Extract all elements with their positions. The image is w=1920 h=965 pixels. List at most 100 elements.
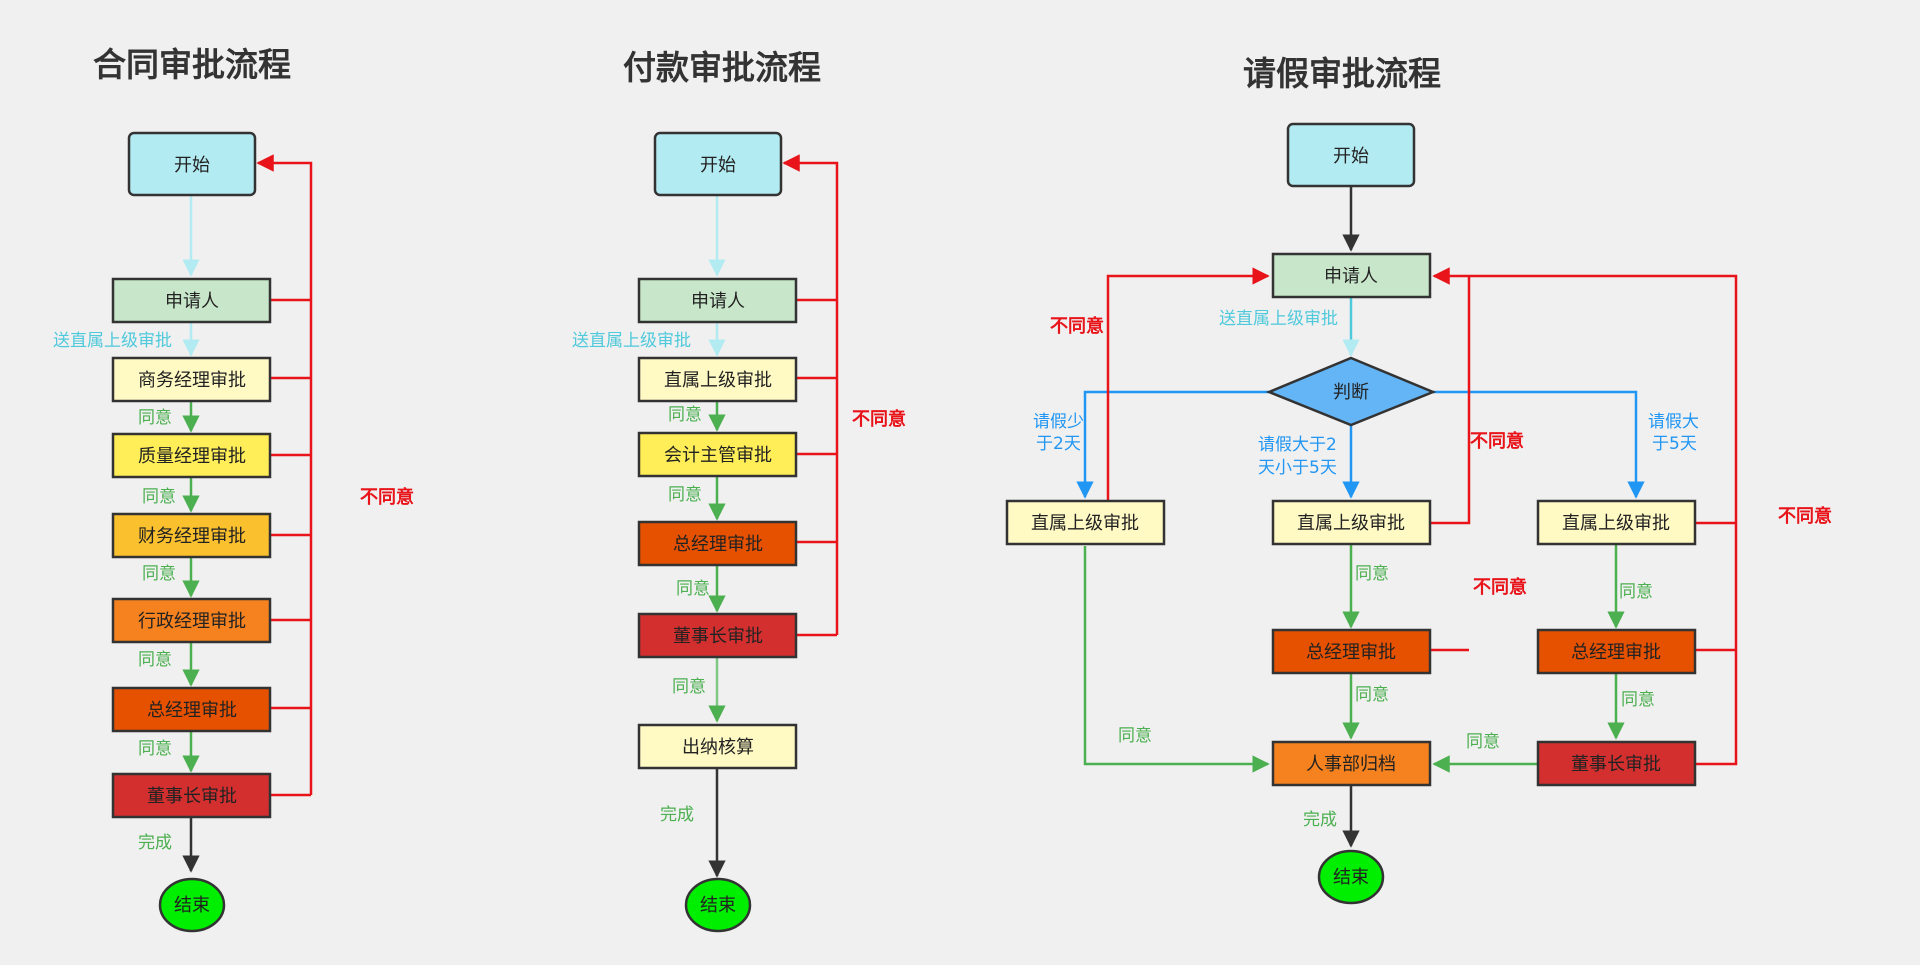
- contract-agree-label-2: 同意: [142, 487, 176, 507]
- contract-agree-label-1: 同意: [138, 408, 172, 428]
- leave-start-node: [1286, 122, 1416, 188]
- leave-reject-left: [1106, 267, 1270, 501]
- leave-agree-label-right-2: 同意: [1621, 690, 1655, 710]
- leave-end-label: 结束: [1333, 867, 1369, 888]
- leave-right-chairman-node: [1536, 740, 1697, 787]
- contract-step4-label: 行政经理审批: [138, 611, 246, 632]
- payment-step2-node: [637, 431, 798, 478]
- leave-decision-node: [1265, 356, 1437, 427]
- contract-step4-node: [111, 597, 272, 644]
- contract-step3-label: 财务经理审批: [138, 526, 246, 547]
- contract-step2-label: 质量经理审批: [138, 446, 246, 467]
- leave-start-label: 开始: [1333, 146, 1369, 167]
- contract-title: 合同审批流程: [93, 45, 291, 84]
- payment-start-node: [653, 131, 783, 197]
- leave-reject-label-right: 不同意: [1778, 505, 1832, 527]
- contract-agree-label-4: 同意: [138, 650, 172, 670]
- leave-branch-right-label-1: 请假大: [1648, 412, 1699, 432]
- contract-end-node: [158, 877, 226, 933]
- leave-mid-gm-node: [1271, 628, 1432, 675]
- leave-agree-label-right-1: 同意: [1619, 582, 1653, 602]
- contract-step5-label: 总经理审批: [147, 700, 237, 721]
- payment-step1-label: 直属上级审批: [664, 370, 772, 391]
- leave-agree-label-chairman: 同意: [1466, 732, 1500, 752]
- leave-done-label: 完成: [1303, 810, 1337, 830]
- payment-step1-node: [637, 356, 798, 403]
- payment-step2-label: 会计主管审批: [664, 445, 772, 466]
- leave-reject-right: [1434, 276, 1738, 766]
- leave-title: 请假审批流程: [1243, 54, 1441, 93]
- contract-step3-node: [111, 512, 272, 559]
- payment-send-label: 送直属上级审批: [572, 331, 691, 351]
- payment-step4-node: [637, 612, 798, 659]
- contract-agree-label-3: 同意: [142, 564, 176, 584]
- contract-agree-label-5: 同意: [138, 739, 172, 759]
- payment-applicant-label: 申请人: [691, 291, 745, 312]
- contract-done-label: 完成: [138, 833, 172, 853]
- leave-branch-mid-label-2: 天小于5天: [1258, 458, 1337, 478]
- payment-step5-node: [637, 723, 798, 770]
- contract-step6-label: 董事长审批: [147, 786, 237, 807]
- leave-branch-mid-label-1: 请假大于2: [1258, 435, 1337, 455]
- leave-flow: 请假审批流程 开始 申请人 判断 直属上级审批 直属上级审批: [1005, 54, 1832, 905]
- leave-right-gm-label: 总经理审批: [1571, 642, 1661, 663]
- payment-step3-node: [637, 520, 798, 567]
- payment-applicant-node: [637, 277, 798, 324]
- leave-decision-label: 判断: [1333, 382, 1369, 403]
- payment-step3-label: 总经理审批: [673, 534, 763, 555]
- leave-send-label: 送直属上级审批: [1219, 309, 1338, 329]
- payment-step5-label: 出纳核算: [682, 737, 754, 758]
- contract-step1-node: [111, 356, 272, 403]
- contract-step1-label: 商务经理审批: [138, 370, 246, 391]
- contract-send-label: 送直属上级审批: [53, 331, 172, 351]
- leave-branch-left-label-2: 于2天: [1036, 434, 1081, 454]
- contract-reject-stubs: [271, 298, 311, 797]
- leave-applicant-node: [1271, 252, 1432, 299]
- leave-left-supervisor-label: 直属上级审批: [1031, 513, 1139, 534]
- payment-reject-stubs: [797, 298, 837, 637]
- payment-title: 付款审批流程: [623, 48, 821, 87]
- payment-reject-line: [782, 154, 839, 635]
- leave-agree-label-left: 同意: [1118, 726, 1152, 746]
- payment-flow: 付款审批流程 开始 申请人 直属上级审批 会计主管审批 总经理审批 董事长审批 …: [572, 48, 906, 933]
- leave-reject-label-left: 不同意: [1050, 315, 1104, 337]
- leave-mid-gm-label: 总经理审批: [1306, 642, 1396, 663]
- leave-hr-node: [1271, 740, 1432, 787]
- leave-end-node: [1317, 849, 1385, 905]
- payment-agree-label-3: 同意: [676, 579, 710, 599]
- leave-mid-supervisor-label: 直属上级审批: [1297, 513, 1405, 534]
- payment-agree-label-1: 同意: [668, 405, 702, 425]
- payment-done-label: 完成: [660, 805, 694, 825]
- leave-agree-label-mid-1: 同意: [1355, 564, 1389, 584]
- leave-left-supervisor-node: [1005, 499, 1166, 546]
- payment-end-label: 结束: [700, 895, 736, 916]
- leave-reject-label-mid-1: 不同意: [1470, 430, 1524, 452]
- leave-applicant-label: 申请人: [1324, 266, 1378, 287]
- contract-applicant-node: [111, 277, 272, 324]
- leave-right-chairman-label: 董事长审批: [1571, 754, 1661, 775]
- leave-hr-label: 人事部归档: [1306, 754, 1396, 775]
- contract-start-label: 开始: [174, 155, 210, 176]
- contract-step5-node: [111, 686, 272, 733]
- leave-edge-branch-right: [1433, 390, 1645, 499]
- payment-agree-label-4: 同意: [672, 677, 706, 697]
- payment-end-node: [684, 877, 752, 933]
- payment-start-label: 开始: [700, 155, 736, 176]
- contract-step6-node: [111, 772, 272, 819]
- contract-applicant-label: 申请人: [165, 291, 219, 312]
- leave-edge-branch-left: [1076, 390, 1269, 499]
- contract-start-node: [127, 131, 257, 197]
- contract-step2-node: [111, 432, 272, 479]
- leave-branch-left-label-1: 请假少: [1033, 412, 1084, 432]
- leave-mid-supervisor-node: [1271, 499, 1432, 546]
- leave-reject-mid: [1430, 276, 1471, 652]
- leave-agree-label-mid-2: 同意: [1355, 685, 1389, 705]
- contract-flow: 合同审批流程 开始 申请人 商务经理审批 质量经理审批 财务经理审批 行政经理审…: [53, 45, 414, 933]
- leave-edge-left-hr: [1083, 546, 1270, 773]
- contract-reject-label: 不同意: [360, 486, 414, 508]
- leave-reject-label-mid-2: 不同意: [1473, 576, 1527, 598]
- contract-end-label: 结束: [174, 895, 210, 916]
- contract-reject-line: [256, 154, 313, 795]
- leave-right-supervisor-node: [1536, 499, 1697, 546]
- leave-right-supervisor-label: 直属上级审批: [1562, 513, 1670, 534]
